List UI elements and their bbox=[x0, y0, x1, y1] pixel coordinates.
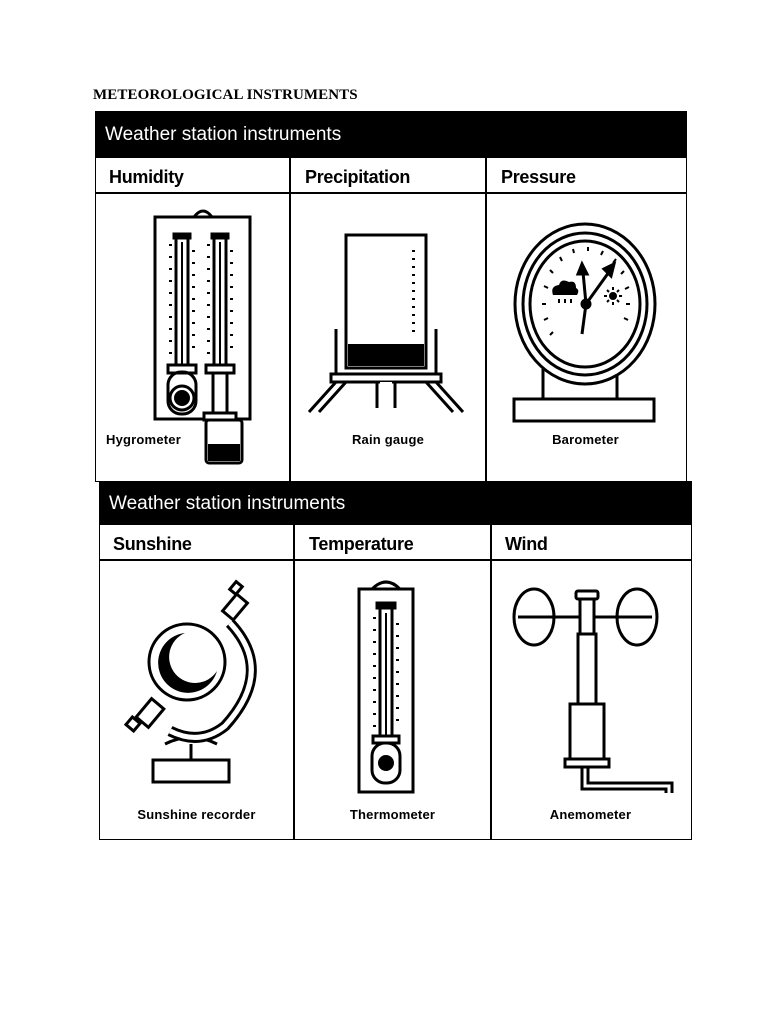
thermometer-icon bbox=[357, 580, 415, 794]
label-anemometer: Anemometer bbox=[549, 807, 632, 822]
cell-hygrometer: Hygrometer bbox=[96, 194, 289, 481]
label-hygrometer: Hygrometer bbox=[106, 432, 181, 447]
cell-anemometer: Anemometer bbox=[492, 561, 689, 839]
cell-rain-gauge: Rain gauge bbox=[291, 194, 485, 481]
instruments-panel-2: Weather station instruments Sunshine Tem… bbox=[99, 481, 692, 840]
rain-gauge-icon bbox=[307, 233, 465, 414]
document-title: METEOROLOGICAL INSTRUMENTS bbox=[93, 87, 358, 103]
panel-1-banner: Weather station instruments bbox=[96, 112, 686, 158]
cell-barometer: Barometer bbox=[487, 194, 684, 481]
instruments-panel-1: Weather station instruments Humidity Pre… bbox=[95, 111, 687, 482]
panel-2-heading-row: Sunshine Temperature Wind bbox=[100, 525, 691, 561]
heading-pressure: Pressure bbox=[501, 167, 576, 187]
label-rain-gauge: Rain gauge bbox=[351, 432, 425, 447]
heading-sunshine: Sunshine bbox=[113, 534, 192, 554]
cell-thermometer: Thermometer bbox=[295, 561, 490, 839]
cell-sunshine-recorder: Sunshine recorder bbox=[100, 561, 293, 839]
panel-2-banner: Weather station instruments bbox=[100, 482, 691, 525]
column-divider bbox=[485, 158, 487, 481]
label-barometer: Barometer bbox=[552, 432, 619, 447]
column-divider bbox=[490, 525, 492, 839]
heading-precipitation: Precipitation bbox=[305, 167, 411, 187]
column-divider bbox=[289, 158, 291, 481]
hygrometer-icon bbox=[153, 209, 252, 465]
anemometer-icon bbox=[512, 587, 674, 793]
column-divider bbox=[293, 525, 295, 839]
panel-1-heading-row: Humidity Precipitation Pressure bbox=[96, 158, 686, 194]
heading-humidity: Humidity bbox=[109, 167, 184, 187]
label-sunshine-recorder: Sunshine recorder bbox=[137, 807, 256, 822]
sunshine-recorder-icon bbox=[123, 579, 257, 784]
label-thermometer: Thermometer bbox=[349, 807, 436, 822]
heading-wind: Wind bbox=[505, 534, 548, 554]
heading-temperature: Temperature bbox=[309, 534, 414, 554]
barometer-icon bbox=[512, 222, 657, 423]
